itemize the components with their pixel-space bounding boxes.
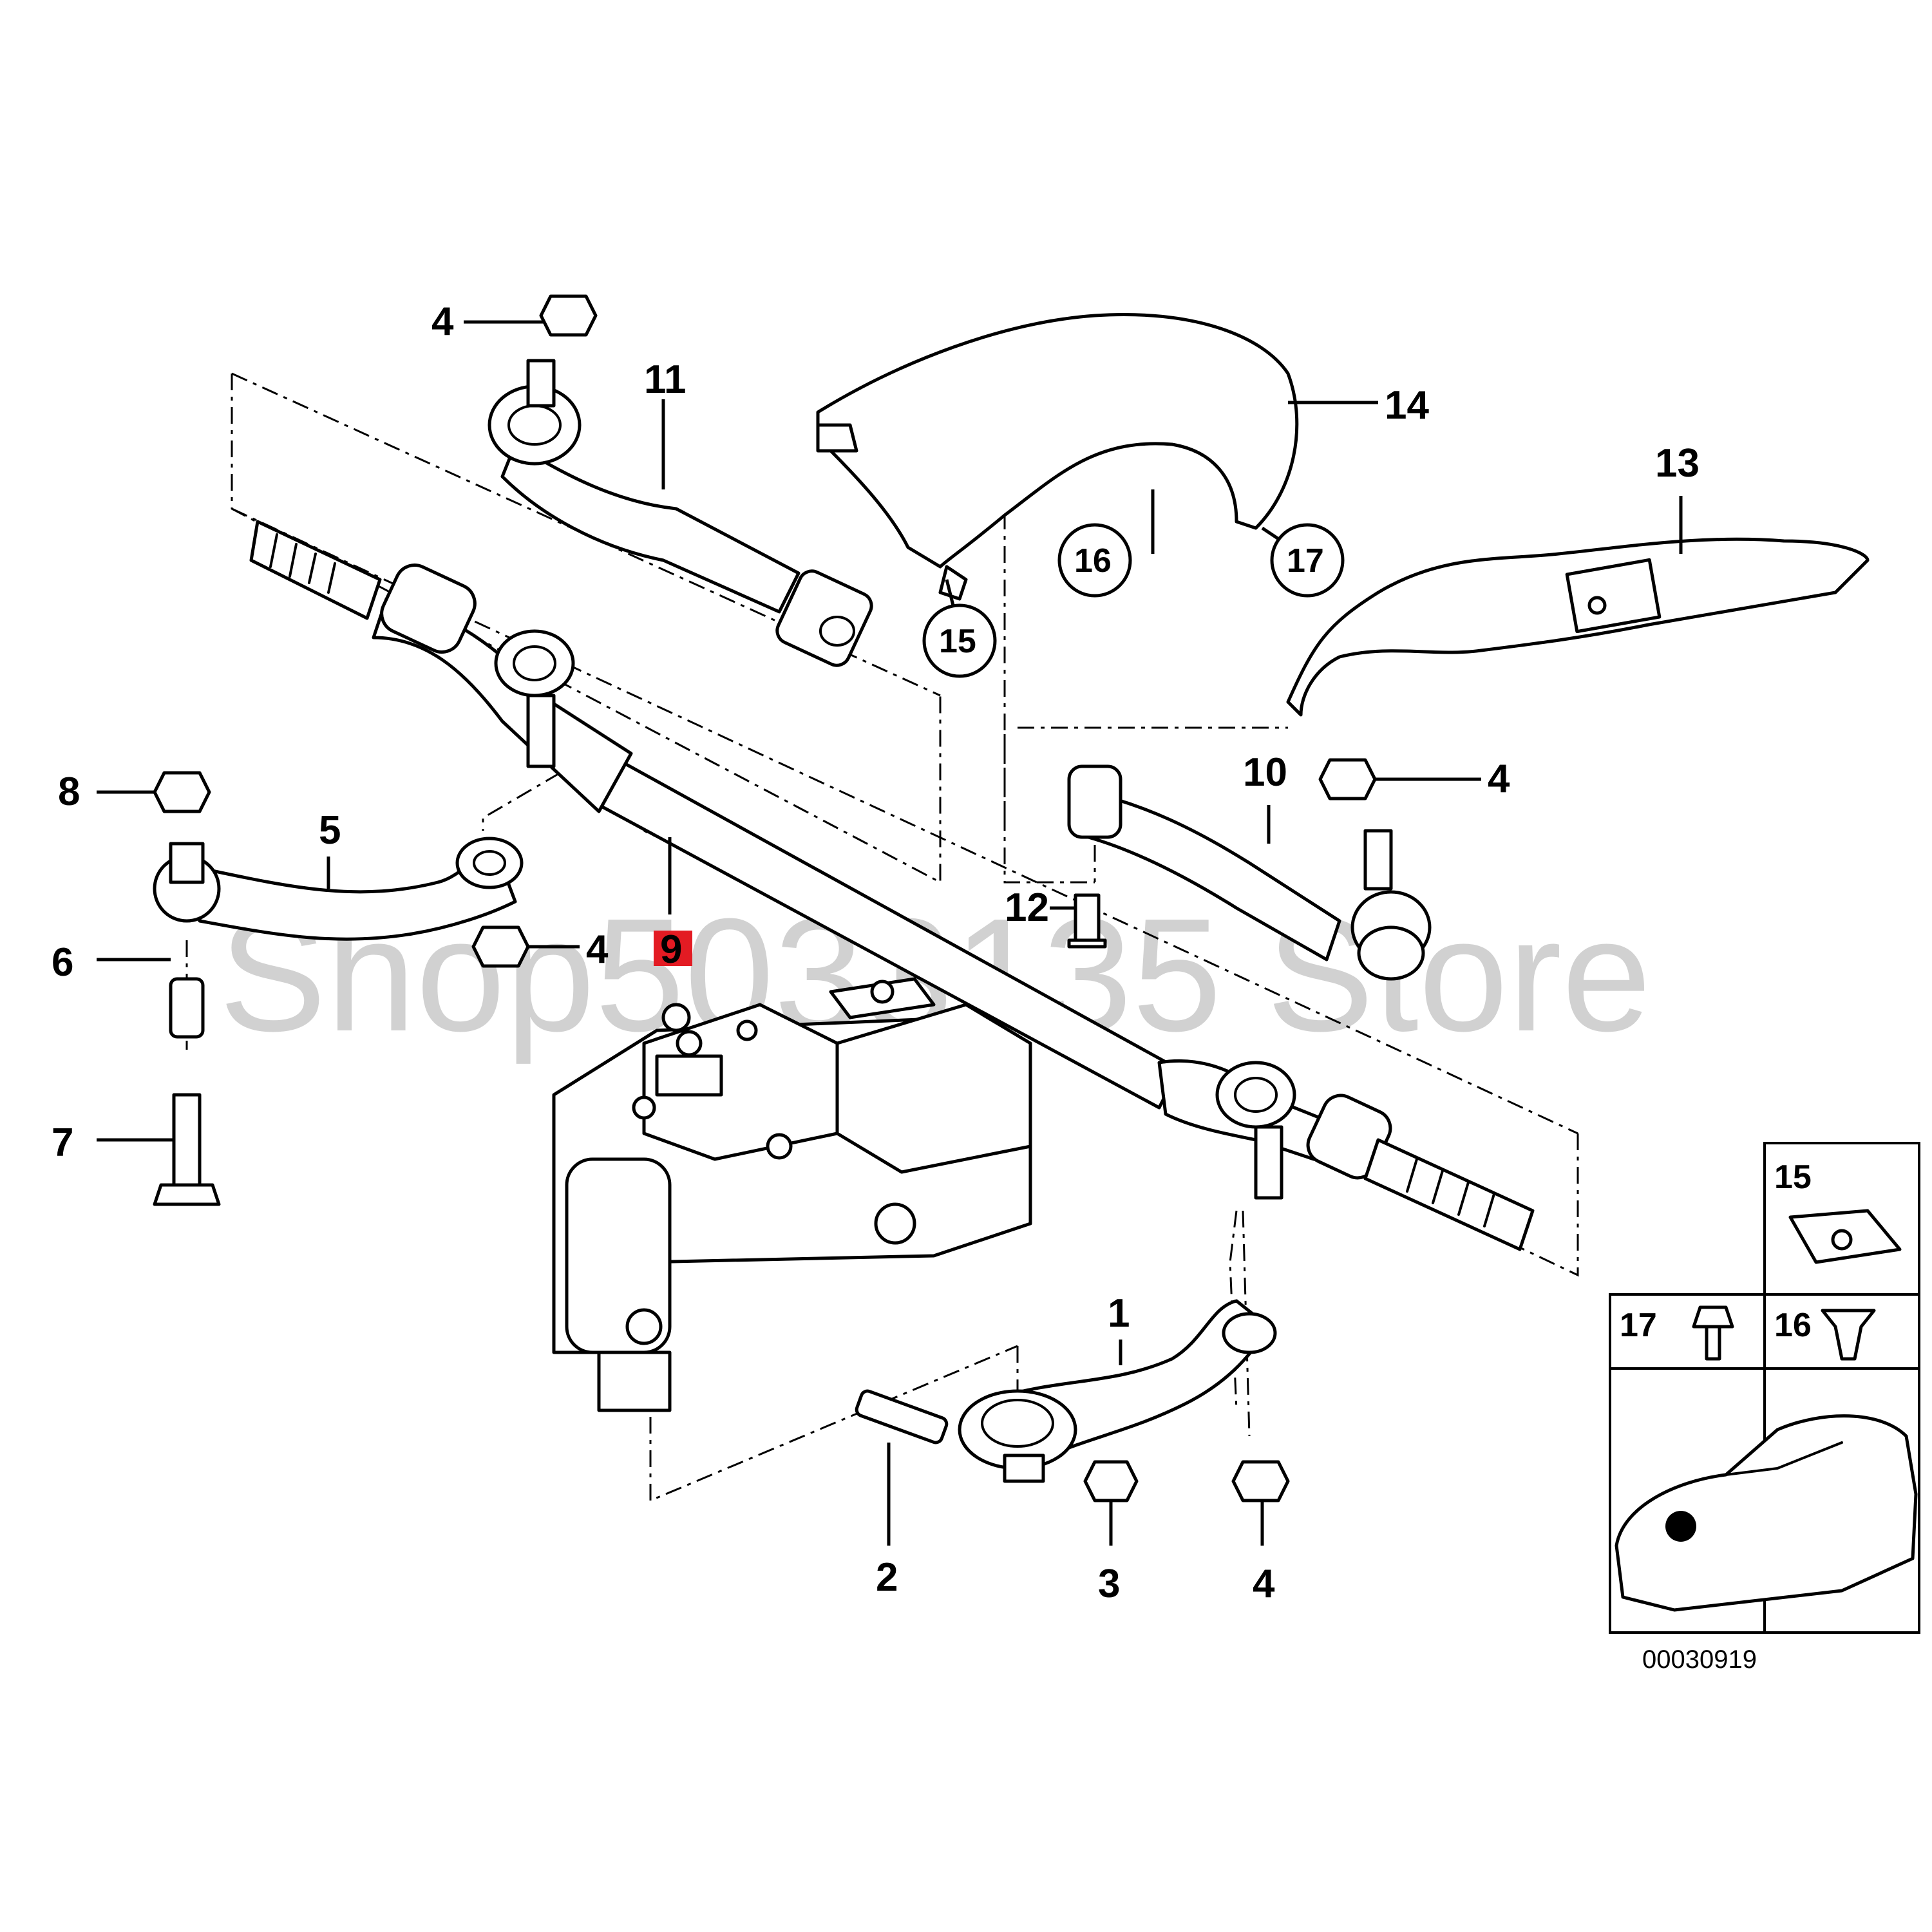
steering-gear-box bbox=[552, 977, 1032, 1412]
callout-4-right: 4 bbox=[1488, 757, 1510, 801]
sleeve-6 bbox=[169, 977, 205, 1039]
nut-4-top bbox=[539, 294, 598, 337]
location-marker-icon bbox=[1665, 1511, 1696, 1542]
inset-label-15: 15 bbox=[1774, 1159, 1812, 1196]
car-silhouette bbox=[1615, 1414, 1918, 1612]
callout-5: 5 bbox=[319, 808, 341, 853]
callout-4-top: 4 bbox=[431, 299, 454, 344]
circled-15: 15 bbox=[939, 623, 976, 660]
expanding-nut-16 bbox=[1821, 1309, 1876, 1361]
callout-10: 10 bbox=[1243, 750, 1287, 795]
callouts: 4 11 14 13 8 5 4 6 7 10 4 12 1 2 3 4 9 bbox=[52, 299, 1700, 1606]
nut-4-right bbox=[1318, 758, 1377, 800]
callout-4-left: 4 bbox=[586, 927, 609, 972]
bolt-12 bbox=[1074, 893, 1101, 942]
circled-17: 17 bbox=[1287, 542, 1324, 580]
callout-3: 3 bbox=[1098, 1562, 1120, 1606]
bolt-2 bbox=[855, 1389, 949, 1444]
callout-9: 9 bbox=[660, 927, 682, 972]
nut-4-bottom bbox=[1231, 1460, 1290, 1502]
tie-rod-assembly bbox=[249, 520, 1535, 1251]
inset-label-16: 16 bbox=[1774, 1307, 1812, 1344]
reference-number: 00030919 bbox=[1642, 1645, 1757, 1674]
heat-shield bbox=[816, 312, 1299, 601]
callout-14: 14 bbox=[1385, 383, 1429, 428]
idler-arm bbox=[153, 837, 524, 941]
callout-9-highlight bbox=[654, 931, 692, 966]
screw-17 bbox=[1692, 1305, 1734, 1329]
tie-rod-end-right bbox=[1067, 764, 1432, 981]
nut-4-left bbox=[471, 925, 530, 968]
callout-12: 12 bbox=[1005, 886, 1049, 930]
callout-11: 11 bbox=[644, 357, 687, 402]
callout-8: 8 bbox=[58, 770, 80, 814]
callout-2: 2 bbox=[876, 1555, 898, 1600]
leader-lines bbox=[97, 320, 1683, 1546]
callout-6: 6 bbox=[52, 940, 73, 985]
callout-7: 7 bbox=[52, 1121, 73, 1165]
circled-16: 16 bbox=[1074, 542, 1112, 580]
nut-8 bbox=[153, 771, 211, 813]
callout-13: 13 bbox=[1655, 441, 1700, 486]
callout-1: 1 bbox=[1108, 1291, 1130, 1336]
tie-rod-end-left bbox=[488, 359, 873, 667]
callout-4-bottom: 4 bbox=[1253, 1562, 1275, 1606]
pitman-arm bbox=[958, 1299, 1277, 1483]
bolt-7 bbox=[172, 1093, 202, 1187]
hardware-inset: 15 17 16 00030919 bbox=[1609, 1142, 1920, 1674]
mounting-bracket bbox=[1286, 537, 1870, 717]
circled-callouts: 16 17 15 bbox=[922, 523, 1345, 678]
inset-label-17: 17 bbox=[1620, 1307, 1657, 1344]
hardware-parts bbox=[153, 294, 1377, 1502]
nut-3 bbox=[1083, 1460, 1139, 1502]
